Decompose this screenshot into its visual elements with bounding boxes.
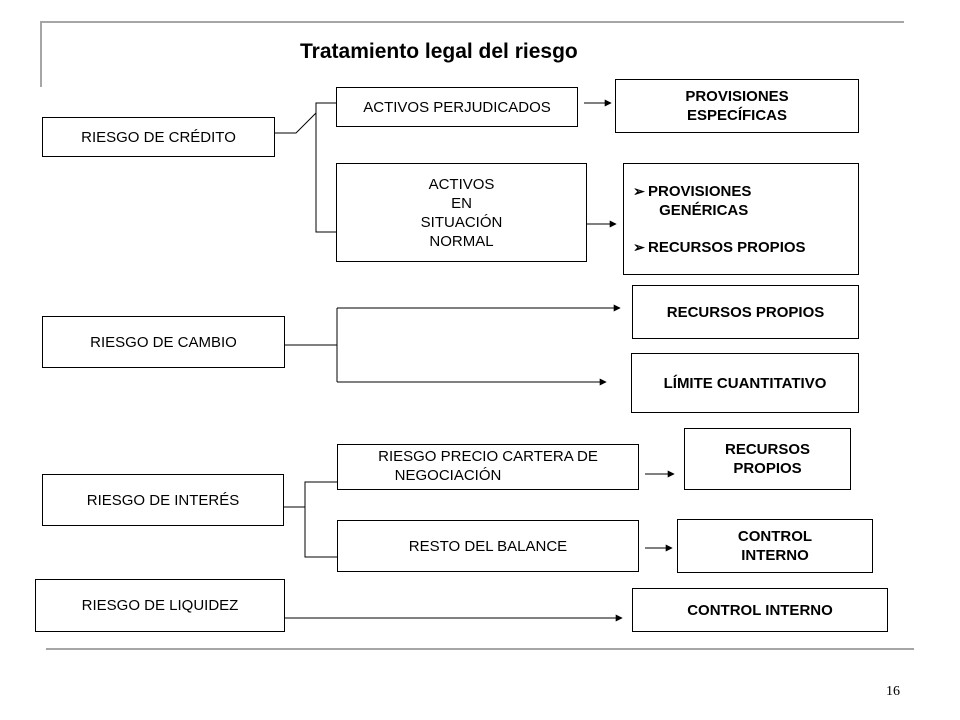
activos-normal-line: NORMAL bbox=[429, 232, 494, 250]
resto-balance-label: RESTO DEL BALANCE bbox=[408, 537, 568, 555]
riesgo-precio-line: RIESGO PRECIO CARTERA DE bbox=[378, 448, 598, 465]
activos-normal-line: EN bbox=[451, 194, 472, 212]
genericas-item1-line1: PROVISIONES bbox=[648, 182, 752, 200]
left-rule bbox=[40, 21, 42, 87]
riesgo-interes-box: RIESGO DE INTERÉS bbox=[42, 474, 284, 526]
interes-recursos-line: PROPIOS bbox=[733, 460, 802, 477]
activos-perjudicados-label: ACTIVOS PERJUDICADOS bbox=[363, 98, 551, 116]
interes-branch bbox=[304, 507, 337, 558]
genericas-box: ➢ PROVISIONES GENÉRICAS ➢ RECURSOS PROPI… bbox=[623, 163, 859, 275]
interes-connector bbox=[284, 481, 337, 508]
cambio-recursos-label: RECURSOS PROPIOS bbox=[666, 303, 825, 321]
provisiones-especificas-line: PROVISIONES bbox=[685, 88, 789, 105]
credito-connector bbox=[275, 102, 336, 134]
interes-recursos-box: RECURSOS PROPIOS bbox=[684, 428, 851, 490]
riesgo-cambio-box: RIESGO DE CAMBIO bbox=[42, 316, 285, 368]
cambio-recursos-box: RECURSOS PROPIOS bbox=[632, 285, 859, 339]
cambio-limite-box: LÍMITE CUANTITATIVO bbox=[631, 353, 859, 413]
riesgo-cambio-label: RIESGO DE CAMBIO bbox=[90, 333, 237, 351]
activos-normal-line: ACTIVOS bbox=[428, 175, 495, 193]
arrow-bullet-icon: ➢ bbox=[633, 182, 645, 199]
credito-branch bbox=[315, 113, 336, 233]
interes-recursos-line: RECURSOS bbox=[724, 441, 810, 458]
riesgo-precio-line: NEGOCIACIÓN bbox=[394, 467, 502, 484]
genericas-item2: RECURSOS PROPIOS bbox=[648, 238, 806, 256]
interes-control-box: CONTROL INTERNO bbox=[677, 519, 873, 573]
activos-perjudicados-box: ACTIVOS PERJUDICADOS bbox=[336, 87, 578, 127]
riesgo-liquidez-box: RIESGO DE LIQUIDEZ bbox=[35, 579, 285, 632]
genericas-item1-line2: GENÉRICAS bbox=[659, 201, 749, 219]
riesgo-credito-label: RIESGO DE CRÉDITO bbox=[81, 128, 236, 146]
provisiones-especificas-line: ESPECÍFICAS bbox=[686, 107, 788, 124]
genericas-item: ➢ RECURSOS PROPIOS bbox=[632, 238, 806, 257]
interes-control-line: INTERNO bbox=[741, 547, 809, 564]
arrow-bullet-icon: ➢ bbox=[633, 238, 645, 255]
riesgo-liquidez-label: RIESGO DE LIQUIDEZ bbox=[81, 597, 239, 614]
riesgo-precio-box: RIESGO PRECIO CARTERA DE NEGOCIACIÓN bbox=[337, 444, 639, 490]
bottom-rule bbox=[46, 648, 914, 650]
page-number: 16 bbox=[886, 684, 900, 699]
activos-normal-line: SITUACIÓN bbox=[420, 213, 503, 231]
cambio-limite-label: LÍMITE CUANTITATIVO bbox=[663, 374, 827, 392]
interes-control-line: CONTROL bbox=[737, 528, 813, 545]
liquidez-control-box: CONTROL INTERNO bbox=[632, 588, 888, 632]
provisiones-especificas-box: PROVISIONES ESPECÍFICAS bbox=[615, 79, 859, 133]
top-rule bbox=[40, 21, 904, 23]
resto-balance-box: RESTO DEL BALANCE bbox=[337, 520, 639, 572]
genericas-item: ➢ PROVISIONES GENÉRICAS bbox=[632, 182, 751, 220]
page-title: Tratamiento legal del riesgo bbox=[300, 40, 578, 63]
activos-normal-box: ACTIVOS EN SITUACIÓN NORMAL bbox=[336, 163, 587, 262]
riesgo-interes-label: RIESGO DE INTERÉS bbox=[86, 491, 240, 509]
riesgo-credito-box: RIESGO DE CRÉDITO bbox=[42, 117, 275, 157]
liquidez-control-label: CONTROL INTERNO bbox=[687, 601, 833, 619]
